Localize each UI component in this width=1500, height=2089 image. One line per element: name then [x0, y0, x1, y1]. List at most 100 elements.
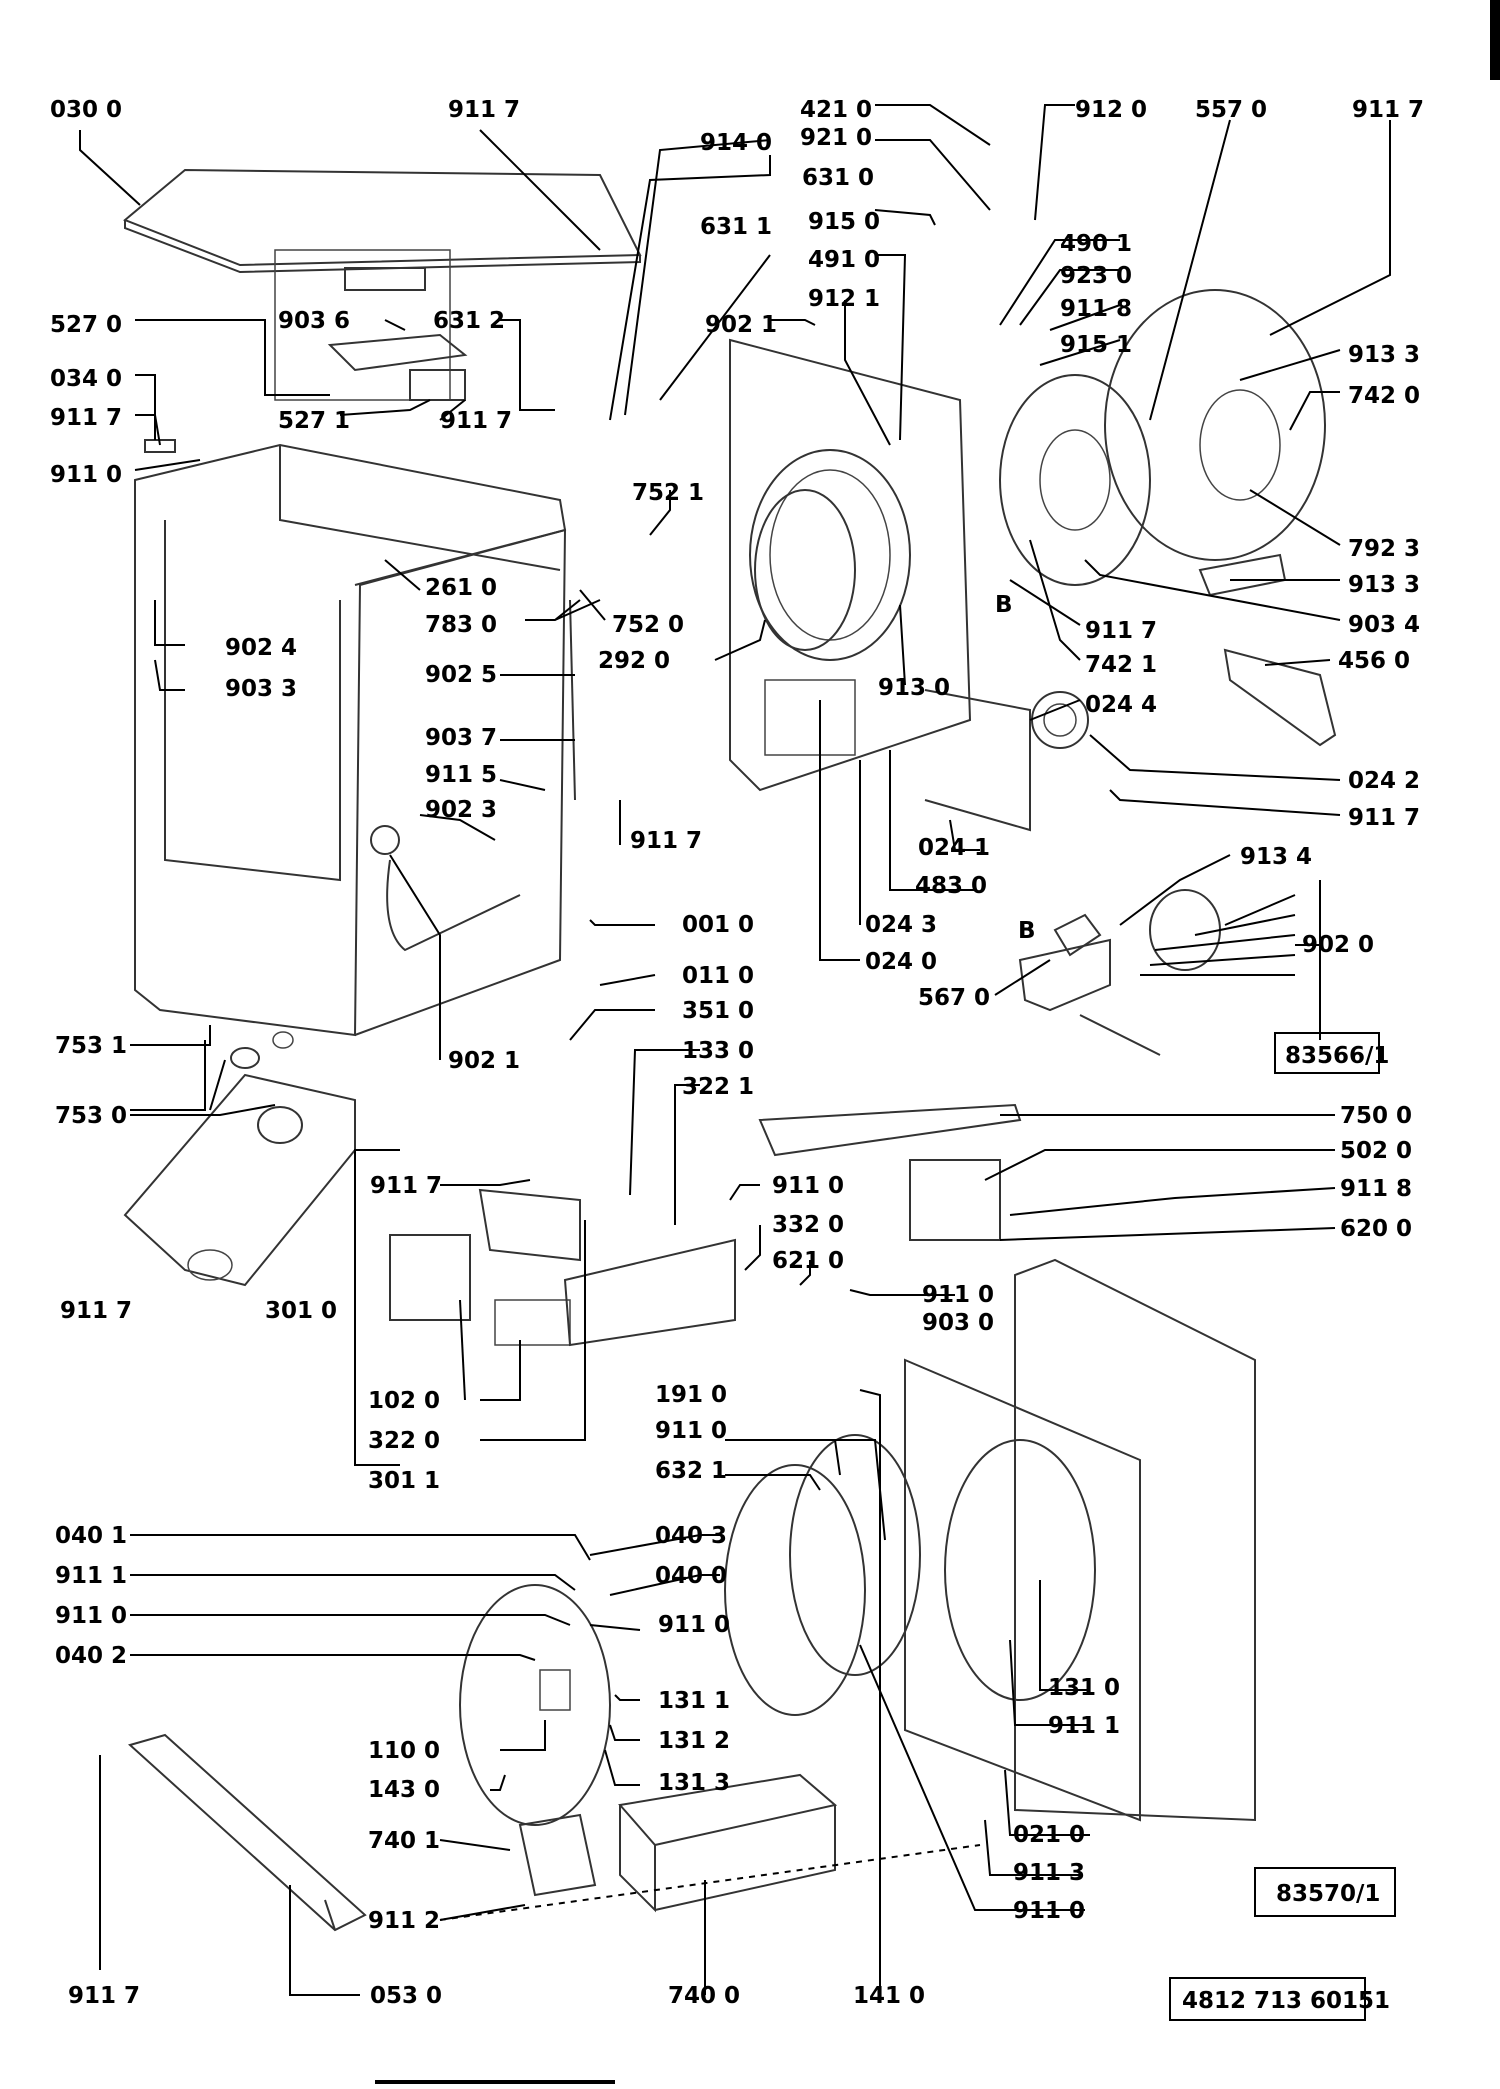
part-label: 903 7 — [425, 725, 497, 751]
part-label: 143 0 — [368, 1777, 440, 1803]
part-label: 792 3 — [1348, 536, 1420, 562]
part-label: 620 0 — [1340, 1216, 1412, 1242]
part-label: 024 2 — [1348, 768, 1420, 794]
part-label: 491 0 — [808, 247, 880, 273]
door-glass-part — [459, 1584, 611, 1826]
part-label: 261 0 — [425, 575, 497, 601]
part-label: 502 0 — [1340, 1138, 1412, 1164]
part-label: 753 0 — [55, 1103, 127, 1129]
grommet-part — [230, 1047, 260, 1069]
part-label: 631 1 — [700, 214, 772, 240]
label-plate-part — [494, 1299, 571, 1346]
part-label: 911 7 — [50, 405, 122, 431]
part-label: 915 1 — [1060, 332, 1132, 358]
small-box-part — [409, 369, 466, 401]
part-label: 191 0 — [655, 1382, 727, 1408]
part-label: 133 0 — [682, 1038, 754, 1064]
part-label: 911 0 — [1013, 1898, 1085, 1924]
part-label: 902 5 — [425, 662, 497, 688]
part-label: 131 3 — [658, 1770, 730, 1796]
part-label: 131 0 — [1048, 1675, 1120, 1701]
part-label: 742 1 — [1085, 652, 1157, 678]
drawer-side-part — [654, 1805, 836, 1911]
part-label: 053 0 — [370, 1983, 442, 2009]
part-label: 911 7 — [60, 1298, 132, 1324]
ref-box-1-text: 83566/1 — [1285, 1043, 1389, 1069]
part-label: 631 0 — [802, 165, 874, 191]
part-label: 750 0 — [1340, 1103, 1412, 1129]
part-label: 912 0 — [1075, 97, 1147, 123]
reference-boxes: 83566/1 83570/1 4812 713 60151 — [1169, 1032, 1396, 2021]
part-label: 911 5 — [425, 762, 497, 788]
part-label: 911 0 — [772, 1173, 844, 1199]
drum-ring-part — [749, 449, 911, 661]
control-frame-part — [478, 1188, 581, 1262]
part-label: 903 0 — [922, 1310, 994, 1336]
part-label: 351 0 — [682, 998, 754, 1024]
part-label: 911 7 — [370, 1173, 442, 1199]
part-label: 911 7 — [1085, 618, 1157, 644]
part-label: 740 0 — [668, 1983, 740, 2009]
part-label: 322 1 — [682, 1074, 754, 1100]
part-label: 902 4 — [225, 635, 297, 661]
part-label: 915 0 — [808, 209, 880, 235]
rear-cover-hub — [1199, 389, 1281, 501]
part-label: B — [1018, 918, 1036, 944]
part-label: 911 7 — [1352, 97, 1424, 123]
part-label: 911 0 — [922, 1282, 994, 1308]
part-label: 322 0 — [368, 1428, 440, 1454]
part-label: 913 3 — [1348, 572, 1420, 598]
part-label: 110 0 — [368, 1738, 440, 1764]
part-label: 911 8 — [1340, 1176, 1412, 1202]
motor-rail-part — [1079, 1014, 1161, 1056]
base-grommet-part — [257, 1106, 303, 1144]
part-label: 332 0 — [772, 1212, 844, 1238]
part-label: 421 0 — [800, 97, 872, 123]
part-label: 912 1 — [808, 286, 880, 312]
scan-edge-mark — [1490, 0, 1500, 80]
part-label: 921 0 — [800, 125, 872, 151]
part-label: 131 2 — [658, 1728, 730, 1754]
part-label: 030 0 — [50, 97, 122, 123]
part-label: 527 1 — [278, 408, 350, 434]
top-cover-edge — [124, 220, 641, 274]
part-label: 911 7 — [630, 828, 702, 854]
part-label: 301 0 — [265, 1298, 337, 1324]
hinge-part — [539, 1669, 571, 1711]
part-label: 911 3 — [1013, 1860, 1085, 1886]
filter-part — [764, 679, 856, 756]
top-cover-part — [123, 168, 642, 267]
part-number-labels: 030 0 911 7 914 0 631 0 631 1 421 0 921 … — [50, 97, 1424, 2009]
part-label: 024 1 — [918, 835, 990, 861]
part-label: 292 0 — [598, 648, 670, 674]
part-label: 024 3 — [865, 912, 937, 938]
part-label: 903 3 — [225, 676, 297, 702]
part-label: 903 6 — [278, 308, 350, 334]
leader-lines — [79, 104, 1391, 1996]
fan-disk-part — [999, 374, 1151, 586]
part-label: 621 0 — [772, 1248, 844, 1274]
scan-bottom-mark — [375, 2080, 615, 2084]
part-label: 557 0 — [1195, 97, 1267, 123]
door-gasket-part-2 — [724, 1464, 866, 1716]
motor-group-part — [1149, 889, 1221, 971]
part-label: 131 1 — [658, 1688, 730, 1714]
part-label: 913 3 — [1348, 342, 1420, 368]
part-label: 024 0 — [865, 949, 937, 975]
grommet-part-2 — [272, 1031, 294, 1049]
part-label: 902 3 — [425, 797, 497, 823]
ref-box-2 — [1254, 1867, 1396, 1917]
part-label: 911 0 — [658, 1612, 730, 1638]
door-gasket-part — [754, 489, 856, 651]
part-label: 456 0 — [1338, 648, 1410, 674]
ref-box-2-text: 83570/1 — [1276, 1881, 1380, 1907]
part-label: 903 4 — [1348, 612, 1420, 638]
part-label: 024 4 — [1085, 692, 1157, 718]
front-panel-ring — [944, 1439, 1096, 1701]
part-label: 752 0 — [612, 612, 684, 638]
ref-box-3 — [1169, 1977, 1366, 2021]
part-label: 740 1 — [368, 1828, 440, 1854]
part-label: 911 7 — [440, 408, 512, 434]
